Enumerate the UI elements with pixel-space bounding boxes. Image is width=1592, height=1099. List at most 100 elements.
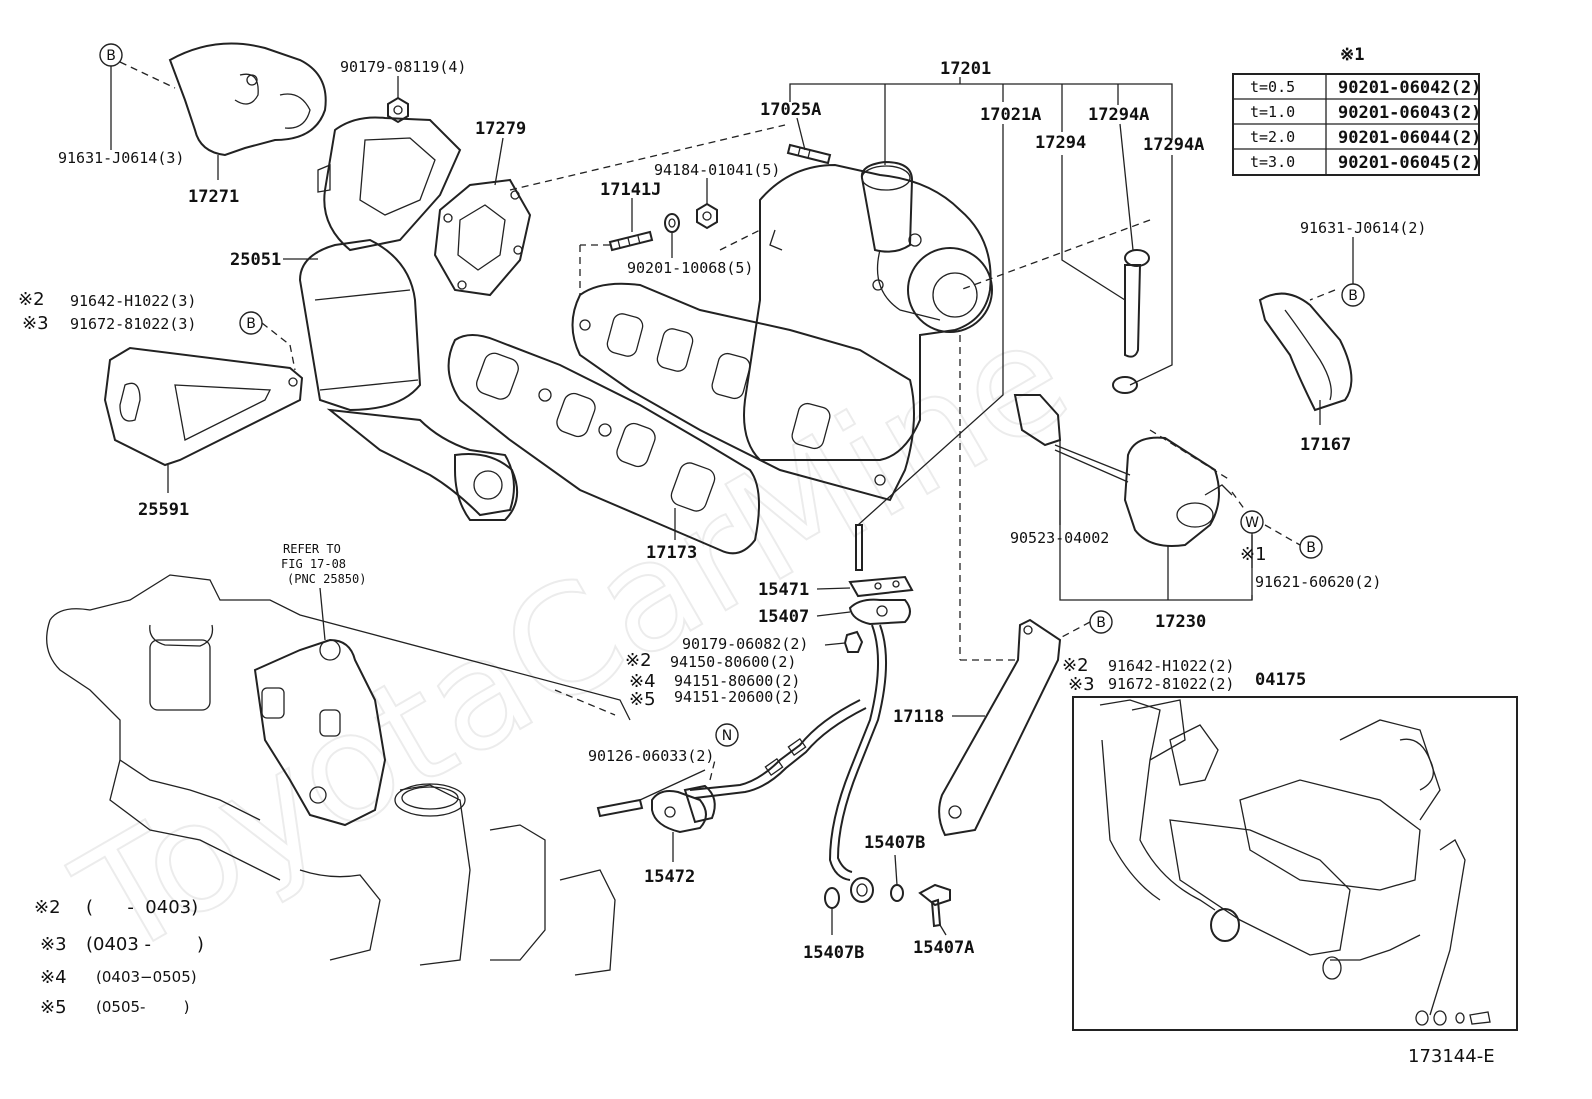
label-91672-81022-2: 91672-81022(2) [1108,675,1234,693]
washer-90201-10068 [664,213,680,233]
bracket-25591 [103,346,304,467]
label-15471: 15471 [758,580,809,600]
label-15407: 15407 [758,607,809,627]
shim-row-4-part: 90201-06045(2) [1338,153,1481,173]
label-94151-20600: 94151-20600(2) [674,688,800,706]
label-90126-06033: 90126-06033(2) [588,747,714,765]
union-fitting [850,877,874,903]
shim-row-3-thickness: t=2.0 [1250,128,1295,146]
label-17173: 17173 [646,543,697,563]
mark-1-w: ※1 [1240,544,1267,565]
heat-insulator-17271 [168,42,327,157]
circle-b-right: B [1341,283,1365,307]
label-04175: 04175 [1255,670,1306,690]
refer-line-2: FIG 17-08 [281,557,346,571]
label-90201-10068: 90201-10068(5) [627,259,753,277]
label-91631-J0614-2: 91631-J0614(2) [1300,219,1426,237]
circle-n: N [715,723,739,747]
nut-90179-06082 [843,630,864,653]
label-94150-80600: 94150-80600(2) [670,653,796,671]
circle-w: W [1240,510,1264,534]
label-15407B-upper: 15407B [864,833,925,853]
label-17294A-right: 17294A [1143,135,1204,155]
mark-3-top: ※3 [22,313,49,334]
washer-15407B-right [890,884,904,902]
svg-text:W: W [1245,515,1259,531]
shim-row-1-thickness: t=0.5 [1250,78,1295,96]
label-91642-H1022-3: 91642-H1022(3) [70,292,196,310]
svg-text:N: N [722,728,732,744]
mark-2-right: ※2 [1062,655,1089,676]
circle-b-top-left: B [99,43,123,67]
legend: ※2 ( - 0403) ※3 (0403 - ) ※4 (0403−0505)… [34,897,204,1018]
svg-text:B: B [246,316,256,332]
svg-text:B: B [1096,615,1106,631]
nut-94184-01041 [696,202,718,230]
stud-17025A [786,143,832,165]
label-15407A: 15407A [913,938,974,958]
label-94184-01041: 94184-01041(5) [654,161,780,179]
refer-line-3: (PNC 25850) [287,572,366,586]
shim-row-4-thickness: t=3.0 [1250,153,1295,171]
label-17118: 17118 [893,707,944,727]
stud-90126-06033 [596,798,644,818]
svg-text:B: B [106,48,116,64]
label-15472: 15472 [644,867,695,887]
oil-pipe [689,624,887,881]
label-17025A: 17025A [760,100,821,120]
inset-04175 [1072,696,1518,1031]
legend-2-text: ( - 0403) [86,897,198,918]
turbo-stay-17118 [938,618,1062,837]
label-17141J: 17141J [600,180,661,200]
part-labels: 17201 17025A 17021A 17294A 17294 17294A … [18,58,1426,963]
mark-2-top: ※2 [18,289,45,310]
gasket-17279 [433,178,532,297]
label-17021A: 17021A [980,105,1041,125]
label-25591: 25591 [138,500,189,520]
label-90523-04002: 90523-04002 [1010,529,1109,547]
label-91621-60620: 91621-60620(2) [1255,573,1381,591]
legend-3-text: (0403 - ) [86,934,204,955]
label-17230: 17230 [1155,612,1206,632]
shim-row-3-part: 90201-06044(2) [1338,128,1481,148]
mark-3-right: ※3 [1068,674,1095,695]
shim-row-2-part: 90201-06043(2) [1338,103,1481,123]
label-91672-81022-3: 91672-81022(3) [70,315,196,333]
circle-b-mid-left: B [239,311,263,335]
circle-b-actuator: B [1299,535,1323,559]
shim-table: ※1 t=0.5 90201-06042(2) t=1.0 90201-0604… [1232,45,1481,176]
legend-3-mark: ※3 [40,934,67,955]
mark-4-mid: ※4 [629,671,656,692]
svg-text:B: B [1306,540,1316,556]
label-17167: 17167 [1300,435,1351,455]
engine-block [46,574,631,976]
svg-text:B: B [1348,288,1358,304]
shim-table-title: ※1 [1340,45,1364,65]
circle-b-stay: B [1089,610,1113,634]
mark-2-mid: ※2 [625,650,652,671]
label-91631-J0614-3: 91631-J0614(3) [58,149,184,167]
shim-row-2-thickness: t=1.0 [1250,103,1295,121]
washer-15407B-left [824,887,840,909]
label-90179-08119: 90179-08119(4) [340,58,466,76]
gasket-15407 [848,598,911,626]
gasket-15471 [848,575,914,598]
leader-lines [110,66,1354,936]
refer-line-1: REFER TO [283,542,341,556]
figure-id: 173144-E [1408,1046,1495,1067]
egr-valve [253,638,387,827]
shim-row-1-part: 90201-06042(2) [1338,78,1481,98]
gasket-17173 [447,334,760,555]
exhaust-manifold [571,282,915,502]
refer-to-note: REFER TO FIG 17-08 (PNC 25850) [281,542,366,641]
legend-5-mark: ※5 [40,997,67,1018]
gasket-15472 [651,784,716,834]
label-17271: 17271 [188,187,239,207]
stud-upper [855,524,863,571]
label-15407B-lower: 15407B [803,943,864,963]
stud-17141J [608,230,654,252]
legend-4-mark: ※4 [40,967,67,988]
label-90179-06082: 90179-06082(2) [682,635,808,653]
legend-4-text: (0403−0505) [96,968,197,986]
